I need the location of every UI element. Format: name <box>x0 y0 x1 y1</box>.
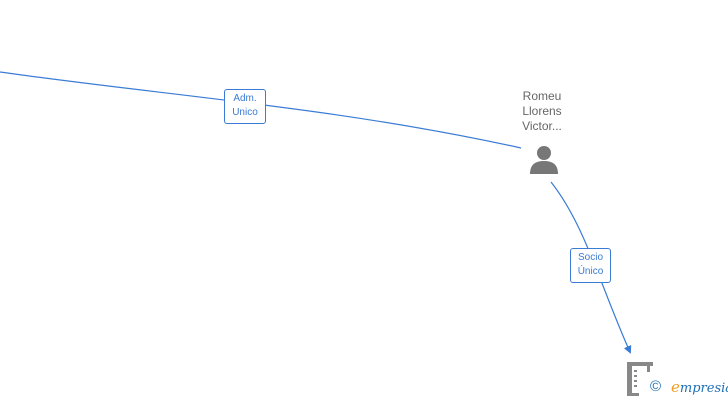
copyright-symbol: © <box>650 378 662 395</box>
brand-logo: empresia <box>671 379 728 397</box>
person-name-line: Romeu <box>522 89 562 103</box>
person-node-name[interactable]: Romeu Llorens Victor... <box>502 89 582 134</box>
brand-rest: mpresia <box>679 381 728 396</box>
brand-initial: e <box>671 378 680 396</box>
person-name-line: Victor... <box>522 119 562 133</box>
edge-label-line: Socio <box>577 252 603 263</box>
person-name-line: Llorens <box>522 104 562 118</box>
edge-label-line: Adm. <box>233 93 257 104</box>
edge-label-adm-unico[interactable]: Adm. Unico <box>224 89 266 124</box>
company-icon[interactable] <box>627 362 653 396</box>
edge-label-line: Unico <box>232 107 258 118</box>
edge-label-line: Único <box>577 266 604 277</box>
edge-label-socio-unico[interactable]: Socio Único <box>570 248 611 283</box>
person-icon[interactable] <box>528 144 560 174</box>
